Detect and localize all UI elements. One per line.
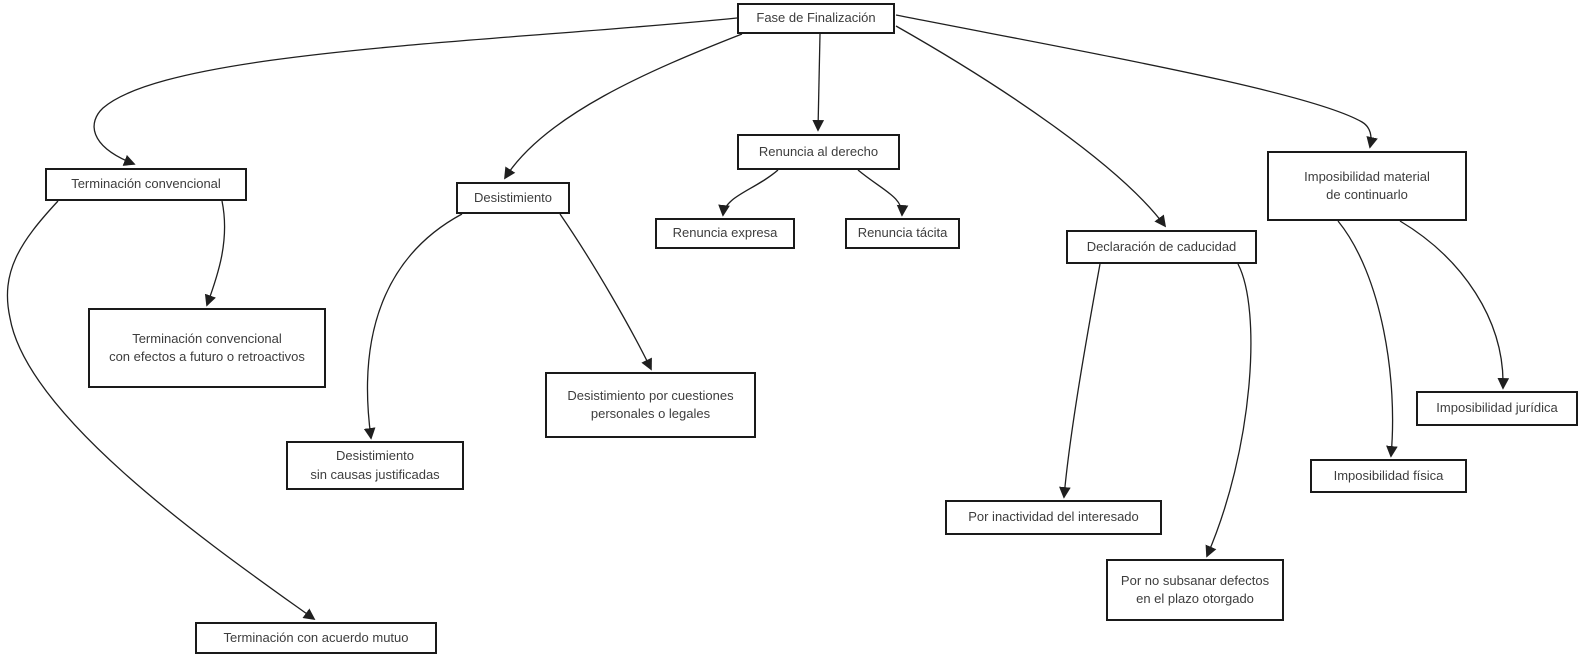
node-label: Imposibilidad física bbox=[1333, 467, 1444, 483]
node-label: Imposibilidad material de continuarlo bbox=[1304, 168, 1430, 202]
node-label: Imposibilidad jurídica bbox=[1436, 400, 1558, 416]
diagram-node-renuncia-al-derecho[interactable]: Renuncia al derecho bbox=[737, 134, 900, 170]
node-label: Desistimiento bbox=[473, 189, 553, 205]
diagram-node-imposibilidad-juridica[interactable]: Imposibilidad jurídica bbox=[1416, 391, 1578, 426]
diagram-node-renuncia-tacita[interactable]: Renuncia tácita bbox=[845, 218, 960, 249]
diagram-node-imposibilidad-material[interactable]: Imposibilidad material de continuarlo bbox=[1267, 151, 1467, 221]
diagram-node-terminacion-efectos[interactable]: Terminación convencional con efectos a f… bbox=[88, 308, 326, 388]
node-label: Renuncia al derecho bbox=[758, 143, 879, 159]
diagram-node-terminacion-convencional[interactable]: Terminación convencional bbox=[45, 168, 247, 201]
diagram-node-renuncia-expresa[interactable]: Renuncia expresa bbox=[655, 218, 795, 249]
diagram-node-desistimiento-cuestiones[interactable]: Desistimiento por cuestiones personales … bbox=[545, 372, 756, 438]
node-label: Terminación convencional con efectos a f… bbox=[109, 330, 305, 364]
diagram-node-por-inactividad[interactable]: Por inactividad del interesado bbox=[945, 500, 1162, 535]
diagram-node-declaracion-caducidad[interactable]: Declaración de caducidad bbox=[1066, 230, 1257, 264]
diagram-node-desistimiento[interactable]: Desistimiento bbox=[456, 182, 570, 214]
node-label: Declaración de caducidad bbox=[1086, 238, 1237, 254]
node-label: Fase de Finalización bbox=[756, 10, 876, 26]
node-label: Por no subsanar defectos en el plazo oto… bbox=[1120, 572, 1270, 606]
diagram-node-terminacion-acuerdo[interactable]: Terminación con acuerdo mutuo bbox=[195, 622, 437, 654]
diagram-node-root[interactable]: Fase de Finalización bbox=[737, 3, 895, 34]
node-label: Terminación convencional bbox=[71, 176, 221, 192]
node-label: Renuncia expresa bbox=[672, 225, 778, 241]
diagram-node-por-no-subsanar[interactable]: Por no subsanar defectos en el plazo oto… bbox=[1106, 559, 1284, 621]
node-label: Desistimiento por cuestiones personales … bbox=[567, 387, 734, 421]
diagram-node-desistimiento-sin-causas[interactable]: Desistimiento sin causas justificadas bbox=[286, 441, 464, 490]
node-label: Terminación con acuerdo mutuo bbox=[223, 629, 409, 645]
diagram-node-imposibilidad-fisica[interactable]: Imposibilidad física bbox=[1310, 459, 1467, 493]
node-label: Renuncia tácita bbox=[857, 225, 948, 241]
node-label: Desistimiento sin causas justificadas bbox=[310, 448, 440, 482]
node-label: Por inactividad del interesado bbox=[968, 509, 1139, 525]
